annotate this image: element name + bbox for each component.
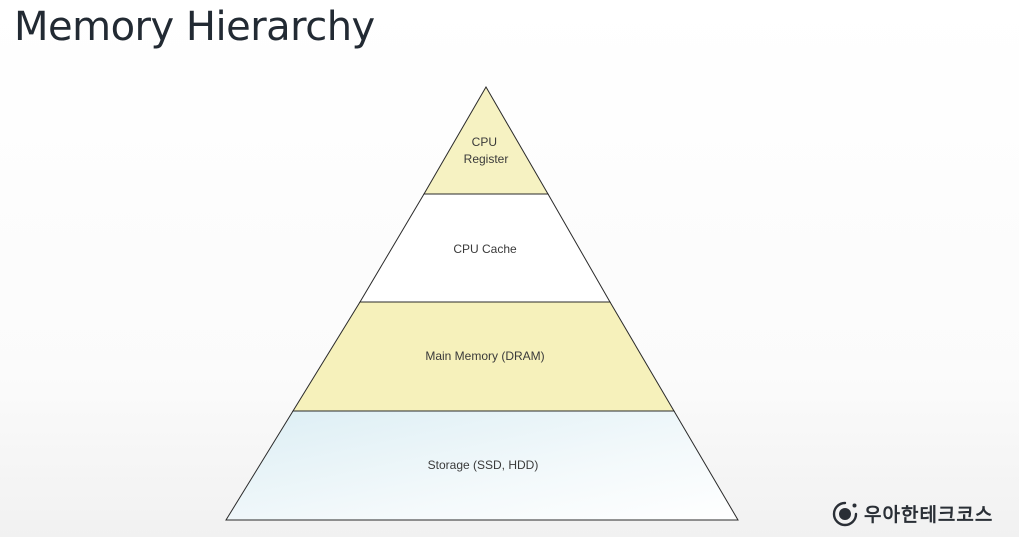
tier-storage-label: Storage (SSD, HDD)	[428, 458, 539, 472]
slide-title: Memory Hierarchy	[14, 4, 375, 50]
brand-name: 우아한테크코스	[864, 504, 994, 526]
tier-cpu-cache-label: CPU Cache	[453, 242, 517, 256]
tier-register-label: CPU Register	[464, 135, 509, 166]
brand-logo-icon	[832, 501, 858, 526]
tier-storage	[225, 410, 739, 521]
brand-logo: 우아한테크코스	[832, 500, 993, 527]
tier-main-memory-label: Main Memory (DRAM)	[425, 349, 544, 363]
